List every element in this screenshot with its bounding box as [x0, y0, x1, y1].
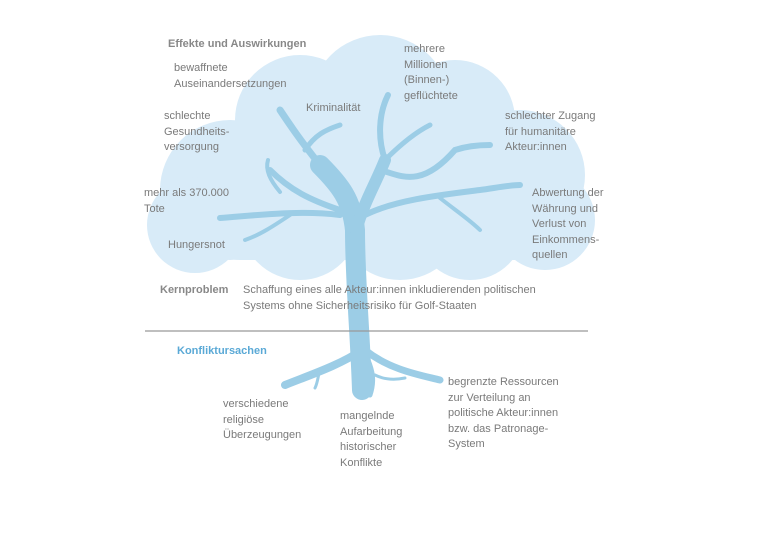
causes-heading: Konfliktursachen — [177, 345, 267, 357]
cause-resources: begrenzte Ressourcen zur Verteilung an p… — [448, 376, 559, 450]
effect-displaced: mehrere Millionen (Binnen-) geflüchtete — [404, 43, 458, 102]
tree-trunk-branches — [217, 92, 523, 400]
effect-deaths: mehr als 370.000 Tote — [144, 187, 229, 215]
effect-humanitarian-access: schlechter Zugang für humanitäre Akteur:… — [505, 110, 596, 153]
core-problem-label: Kernproblem — [160, 284, 229, 296]
cause-history: mangelnde Aufarbeitung historischer Konf… — [340, 410, 403, 469]
cause-religion: verschiedene religiöse Überzeugungen — [223, 398, 302, 441]
effect-crime: Kriminalität — [306, 102, 361, 114]
effect-famine: Hungersnot — [168, 239, 225, 251]
effect-armed-conflicts: bewaffnete Auseinandersetzungen — [174, 62, 287, 90]
effect-currency: Abwertung der Währung und Verlust von Ei… — [532, 187, 604, 261]
effects-heading: Effekte und Auswirkungen — [168, 38, 307, 50]
core-problem-text: Schaffung eines alle Akteur:innen inklud… — [243, 284, 536, 312]
effect-healthcare: schlechte Gesundheits- versorgung — [164, 110, 230, 153]
